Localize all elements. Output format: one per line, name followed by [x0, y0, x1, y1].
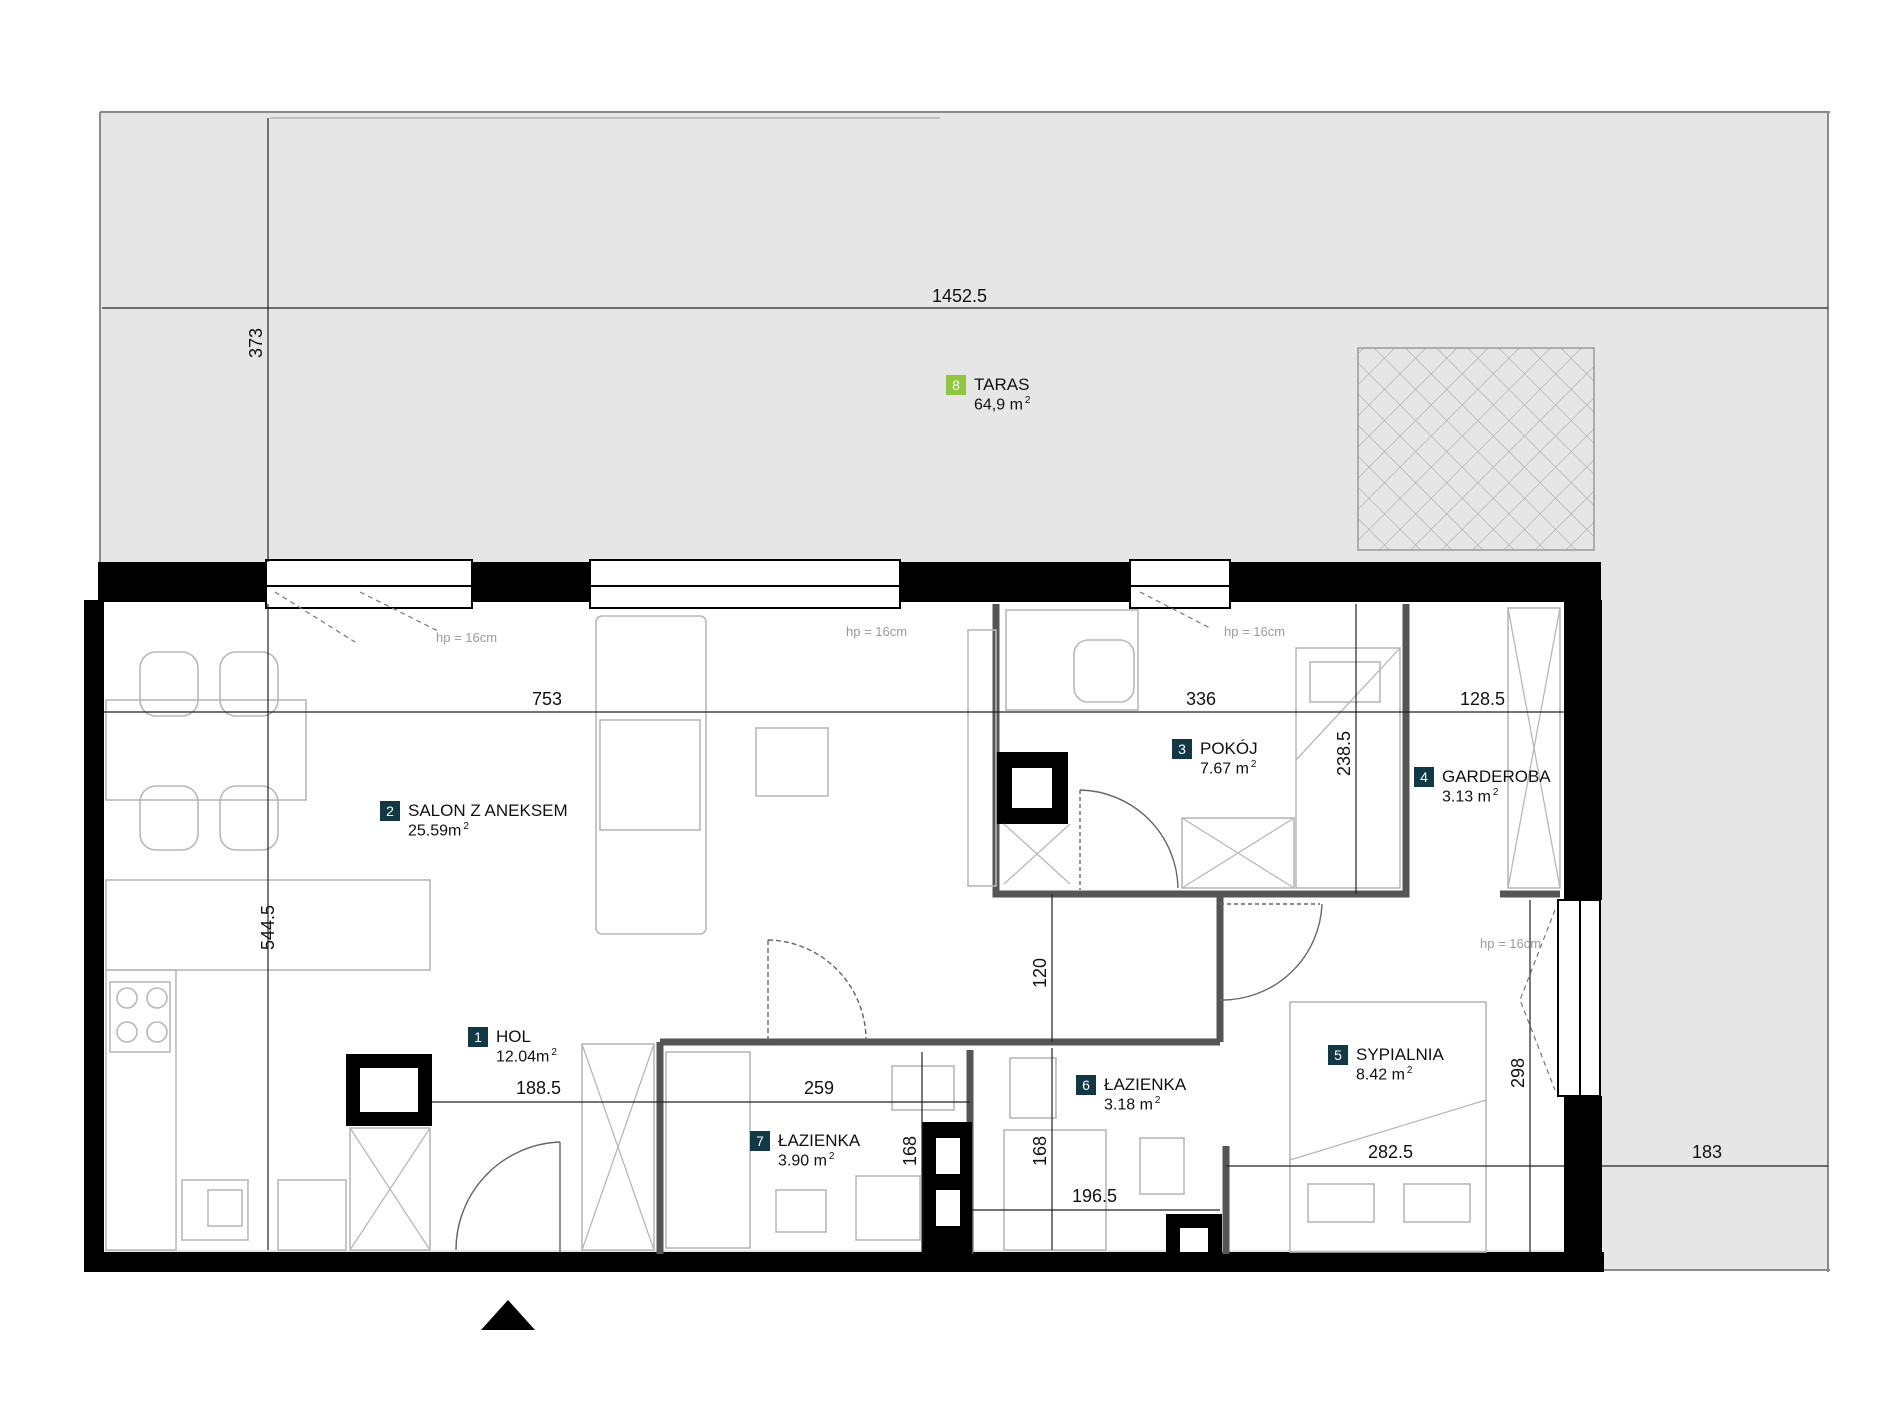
room-name: SALON Z ANEKSEM — [408, 801, 568, 820]
dim-pokoj-depth: 238.5 — [1334, 730, 1354, 776]
dim-hol-width: 188.5 — [516, 1078, 562, 1098]
dimension-lines — [102, 118, 1828, 1254]
dim-terrace-side: 183 — [1692, 1142, 1723, 1162]
area-unit-exponent: 2 — [828, 1151, 835, 1163]
dim-garderoba-width: 128.5 — [1460, 689, 1506, 709]
dim-lazienka6-depth: 168 — [1030, 1135, 1050, 1166]
interior-floor — [100, 600, 1590, 1250]
area-unit-exponent: 2 — [1250, 759, 1257, 771]
windows — [265, 559, 1601, 1097]
room-name: POKÓJ — [1200, 739, 1258, 758]
sill-label: hp = 16cm — [846, 624, 908, 639]
room-number-badge: 2 — [380, 800, 400, 821]
dim-lazienka7-width: 259 — [804, 1078, 835, 1098]
room-area: 8.42 m — [1356, 1066, 1405, 1084]
room-name: ŁAZIENKA — [1104, 1075, 1187, 1094]
room-name: ŁAZIENKA — [778, 1131, 861, 1150]
columns — [346, 752, 1222, 1256]
room-number-badge: 8 — [946, 374, 966, 395]
room-area: 25.59m — [408, 822, 462, 840]
room-area: 3.90 m — [778, 1152, 827, 1170]
area-unit-exponent: 2 — [1024, 395, 1031, 407]
room-number-badge: 5 — [1328, 1044, 1348, 1065]
room-name: TARAS — [974, 375, 1030, 394]
terrace-hatched-area — [1357, 347, 1595, 551]
room-area: 3.18 m — [1104, 1096, 1153, 1114]
area-unit-exponent: 2 — [1406, 1065, 1413, 1077]
sill-label: hp = 16cm — [436, 630, 498, 645]
crosses — [349, 607, 1561, 1251]
area-unit-exponent: 2 — [1154, 1095, 1161, 1107]
dim-sypialnia-width: 282.5 — [1368, 1142, 1414, 1162]
area-unit-exponent: 2 — [551, 1047, 557, 1059]
dim-salon-depth: 544.5 — [258, 904, 278, 950]
room-number-badge: 3 — [1172, 738, 1192, 759]
room-number-badge: 1 — [468, 1026, 488, 1047]
room-number-badge: 4 — [1414, 766, 1434, 787]
dim-salon-width: 753 — [532, 689, 563, 709]
room-number-badge: 6 — [1076, 1074, 1096, 1095]
area-unit-exponent: 2 — [463, 821, 469, 833]
dim-pokoj-width: 336 — [1186, 689, 1217, 709]
room-area: 64,9 m — [974, 396, 1023, 414]
dim-terrace-depth: 373 — [246, 327, 266, 358]
sill-label: hp = 16cm — [1224, 624, 1286, 639]
room-name: SYPIALNIA — [1356, 1045, 1444, 1064]
room-area: 3.13 m — [1442, 788, 1491, 806]
doors — [455, 789, 1323, 1252]
dim-sypialnia-depth: 298 — [1508, 1057, 1528, 1088]
dim-terrace-width: 1452.5 — [932, 286, 988, 306]
room-name: HOL — [496, 1027, 531, 1046]
room-name: GARDEROBA — [1442, 767, 1551, 786]
sill-label: hp = 16cm — [1480, 936, 1542, 951]
dim-lazienka7-depth: 168 — [900, 1135, 920, 1166]
dim-lazienka6-width: 196.5 — [1072, 1186, 1118, 1206]
entrance-arrow-icon — [481, 1300, 535, 1330]
room-area: 12.04m — [496, 1048, 550, 1066]
room-area: 7.67 m — [1200, 760, 1249, 778]
room-number-badge: 7 — [750, 1130, 770, 1151]
area-unit-exponent: 2 — [1492, 787, 1499, 799]
dim-corridor: 120 — [1030, 957, 1050, 988]
